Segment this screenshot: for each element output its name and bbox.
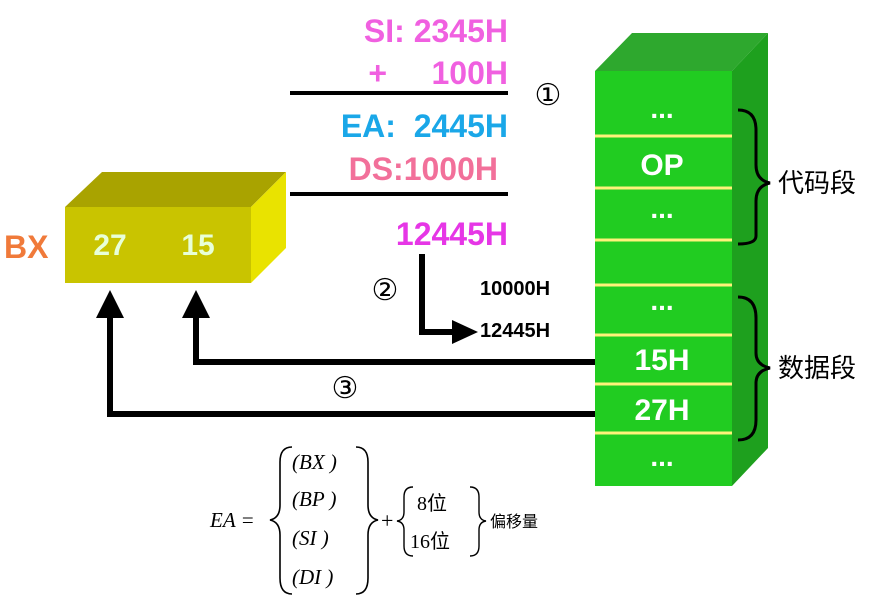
formula-reg: (BX ) [292, 450, 337, 474]
bx-box-front [65, 207, 251, 283]
memory-column: ... OP ... ... 15H 27H ... [595, 33, 768, 486]
bx-low-byte: 15 [181, 229, 214, 262]
calc-plus-line: + 100H [368, 55, 508, 91]
formula-reg: (BP ) [292, 487, 337, 511]
step-3-marker: ③ [332, 372, 359, 405]
formula-reg: (DI ) [292, 565, 333, 589]
calc-ds-line: DS:1000H [349, 151, 498, 187]
memory-cell-label: ... [650, 193, 673, 224]
bx-label: BX [4, 229, 49, 265]
memory-side-face [732, 33, 768, 486]
memory-cell-label: ... [650, 93, 673, 124]
memory-cell-label: 27H [634, 394, 689, 427]
bx-box-side [251, 172, 286, 283]
bx-box-top [65, 172, 286, 207]
step-2-marker: ② [372, 274, 399, 307]
data-segment-brace [737, 295, 771, 442]
step-1-marker: ① [535, 79, 562, 112]
transfer-arrow-15 [193, 312, 595, 365]
ea-formula: EA = (BX ) (BP ) (SI ) (DI ) + 8位 16位 偏移… [209, 446, 538, 595]
memory-front-face [595, 71, 732, 486]
memory-top-face [595, 33, 768, 71]
formula-suffix: 偏移量 [490, 513, 538, 531]
address-target-label: 12445H [480, 320, 550, 342]
formula-disp-left-brace [396, 486, 414, 557]
calc-si-line: SI: 2345H [364, 13, 508, 49]
formula-disp-right-brace [469, 486, 487, 557]
transfer-arrow-15-head [182, 290, 210, 318]
formula-right-brace [355, 446, 379, 595]
calc-ea-line: EA: 2445H [341, 108, 508, 144]
formula-plus: + [381, 508, 393, 533]
calc-result: 12445H [396, 216, 508, 252]
memory-cell-label: ... [650, 285, 673, 316]
data-segment-label: 数据段 [778, 353, 856, 383]
formula-lhs: EA = [209, 508, 255, 532]
code-segment-label: 代码段 [778, 168, 856, 198]
bx-high-byte: 27 [93, 229, 126, 262]
memory-cell-label: OP [640, 149, 683, 182]
formula-disp: 16位 [410, 530, 450, 553]
formula-left-brace [269, 446, 293, 595]
transfer-arrow-27 [107, 312, 595, 417]
step-2-arrow [419, 254, 456, 335]
step-2-arrow-head [452, 320, 478, 344]
code-segment-brace [737, 108, 771, 246]
formula-disp: 8位 [417, 492, 447, 515]
address-calculation: SI: 2345H + 100H EA: 2445H DS:1000H 1244… [290, 13, 508, 252]
address-start-label: 10000H [480, 278, 550, 300]
transfer-arrow-27-head [96, 290, 124, 318]
memory-cell-label: 15H [634, 344, 689, 377]
formula-reg: (SI ) [292, 526, 329, 550]
memory-cell-label: ... [650, 441, 673, 472]
bx-register: BX 27 15 [4, 172, 286, 283]
